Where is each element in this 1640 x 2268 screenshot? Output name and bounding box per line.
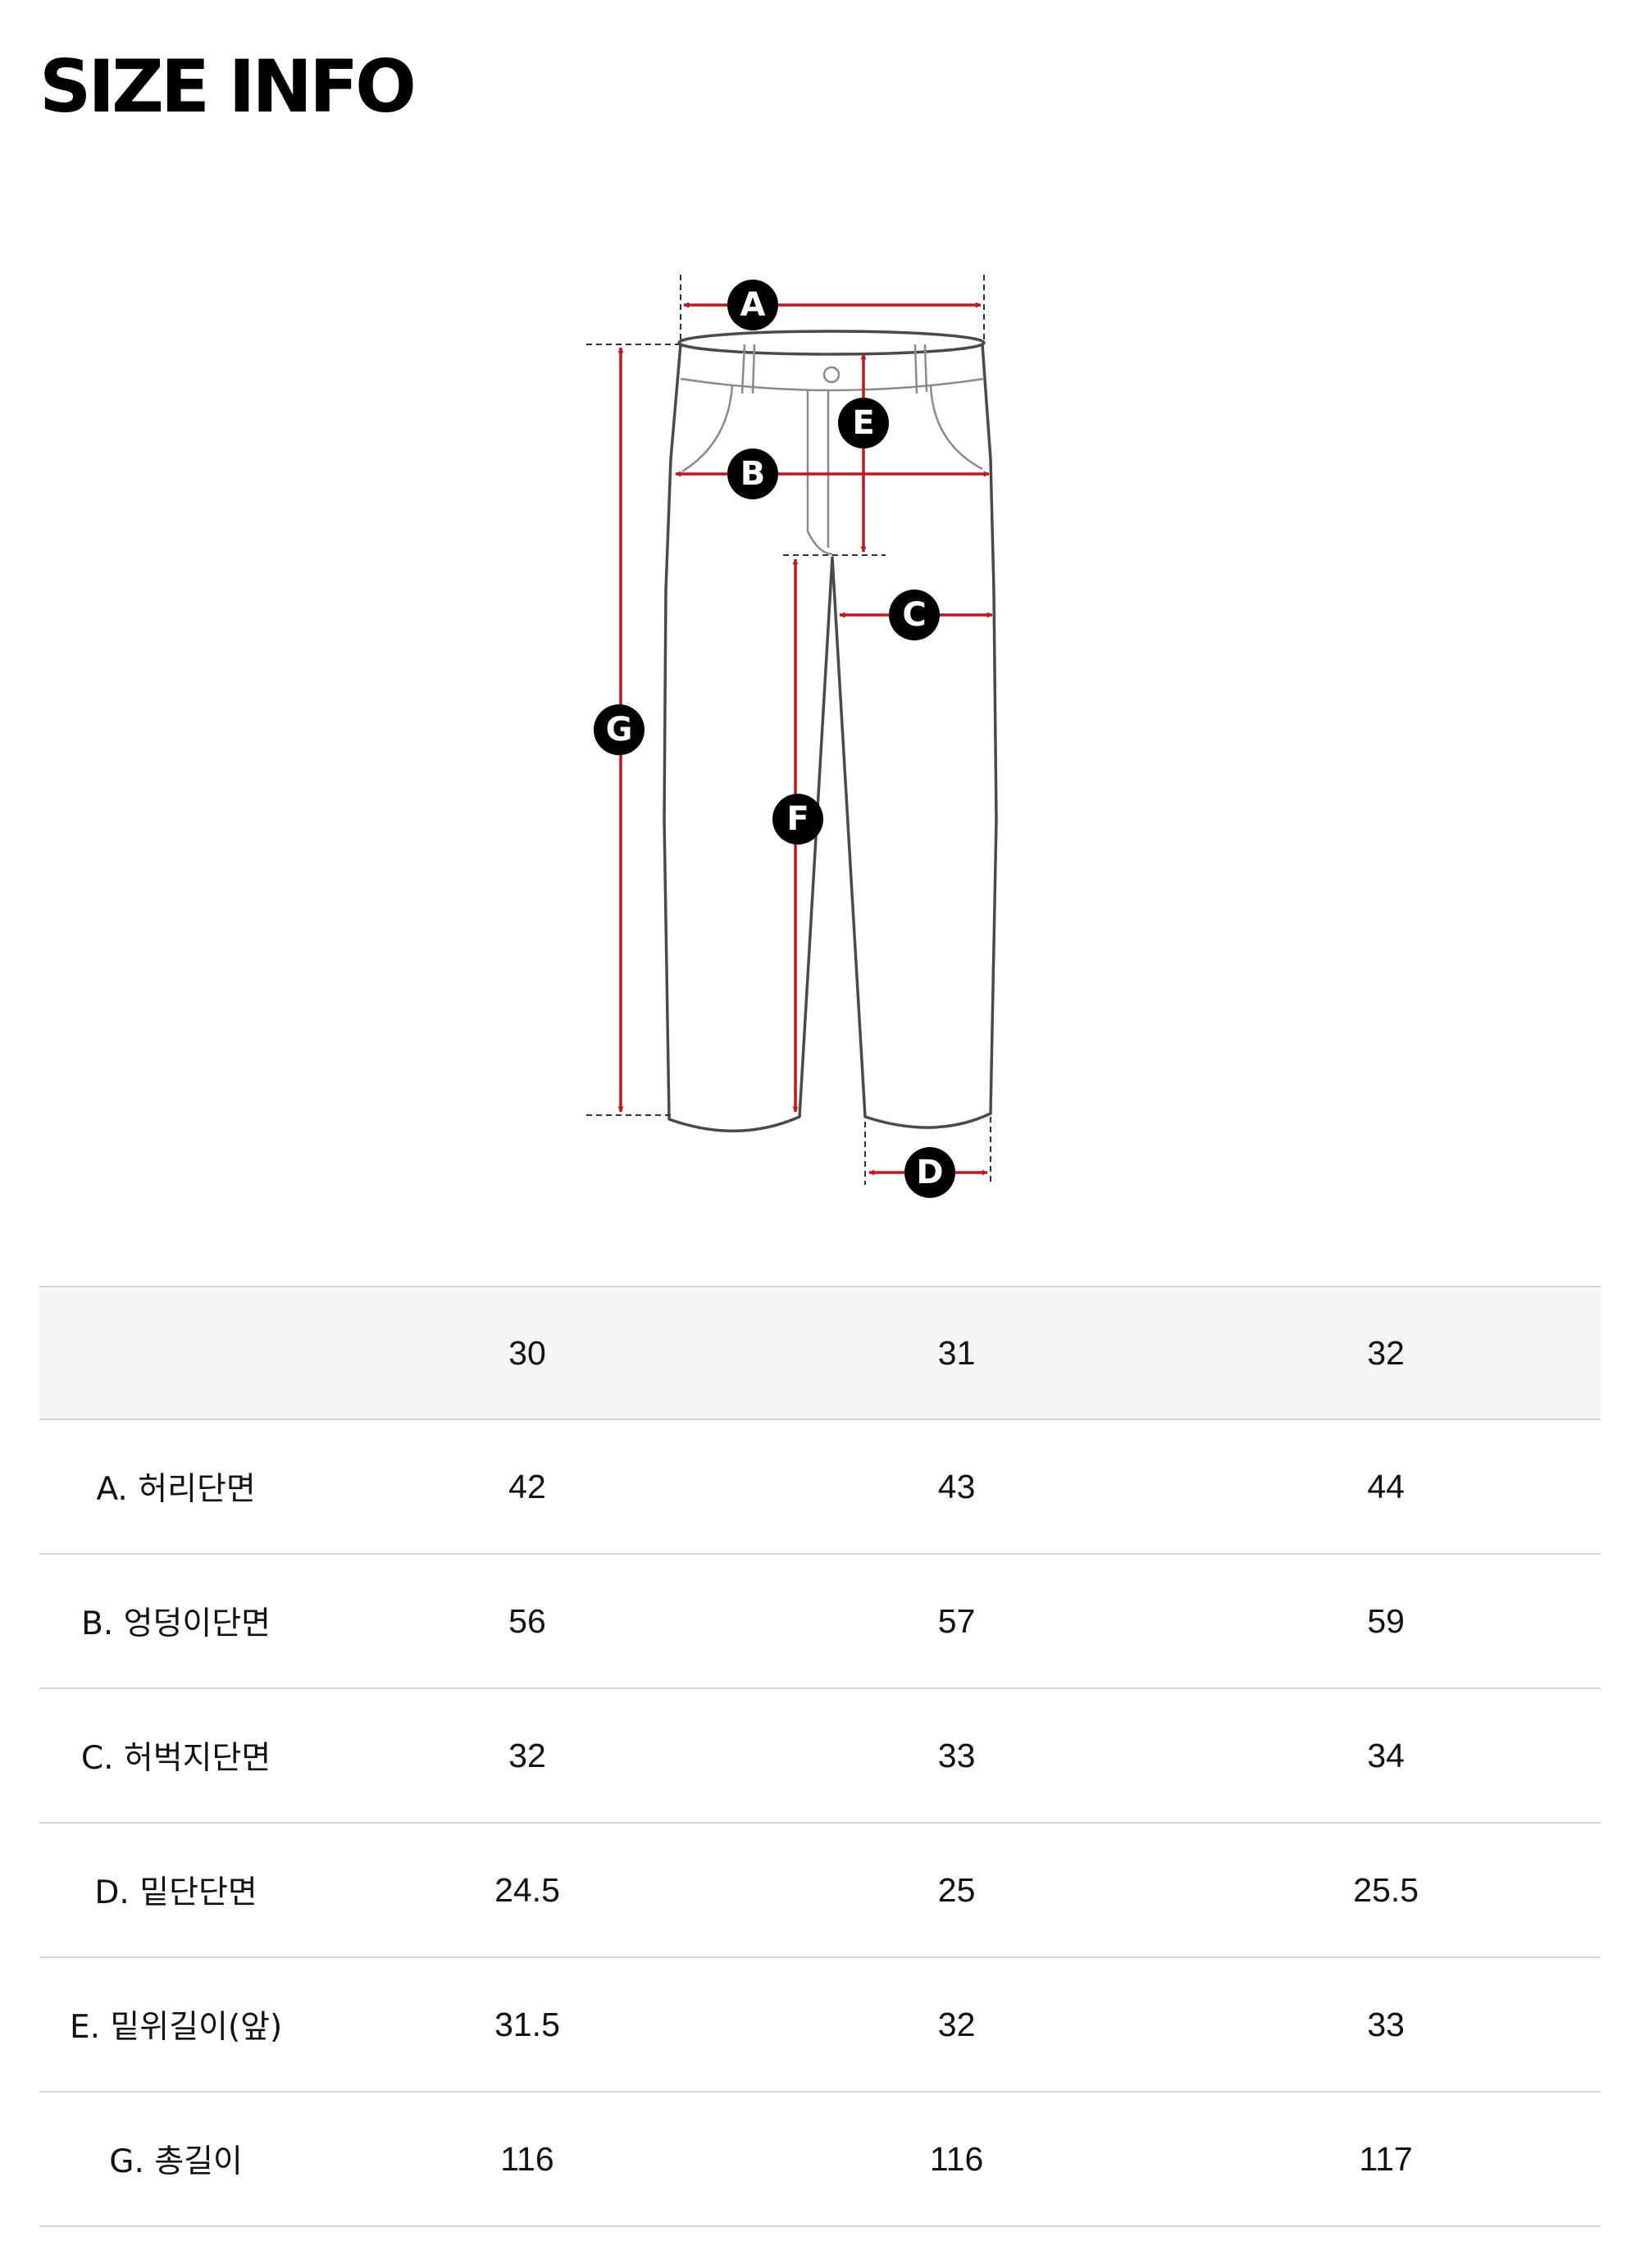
badge-e: E (838, 398, 889, 449)
table-cell: 59 (1171, 1554, 1601, 1689)
row-label: A. 허리단면 (39, 1419, 313, 1555)
badge-f: F (772, 794, 823, 845)
table-cell: 25.5 (1171, 1823, 1601, 1958)
table-row: D. 밑단단면 24.5 25 25.5 (39, 1823, 1601, 1958)
table-cell: 44 (1171, 1419, 1601, 1555)
row-label: C. 허벅지단면 (39, 1688, 313, 1824)
table-cell: 117 (1171, 2092, 1601, 2227)
pants-measurement-diagram: .ol { fill: none; stroke: #4a4a4a; strok… (586, 275, 998, 1198)
pants-outline (663, 330, 998, 1133)
svg-text:G: G (606, 711, 633, 749)
table-row: B. 엉덩이단면 56 57 59 (39, 1554, 1601, 1689)
table-cell: 34 (1171, 1688, 1601, 1824)
svg-text:B: B (740, 455, 766, 493)
table-cell: 24.5 (312, 1823, 742, 1958)
svg-text:C: C (902, 596, 926, 634)
row-label: G. 총길이 (39, 2092, 313, 2227)
table-row: E. 밑위길이(앞) 31.5 32 33 (39, 1957, 1601, 2093)
table-row: G. 총길이 116 116 117 (39, 2092, 1601, 2227)
size-header-row: 30 31 32 (39, 1286, 1601, 1420)
svg-text:D: D (916, 1154, 943, 1191)
table-row: A. 허리단면 42 43 44 (39, 1419, 1601, 1555)
table-cell: 116 (312, 2092, 742, 2227)
badge-d: D (904, 1147, 955, 1198)
svg-text:E: E (852, 404, 874, 442)
row-label: B. 엉덩이단면 (39, 1554, 313, 1689)
badge-a: A (727, 280, 778, 330)
size-table: 30 31 32 A. 허리단면 42 43 44 B. 엉덩이단면 56 57… (39, 1286, 1601, 2227)
table-cell: 116 (741, 2092, 1172, 2227)
table-cell: 33 (1171, 1957, 1601, 2093)
svg-text:F: F (786, 800, 809, 838)
badge-b: B (727, 449, 778, 499)
guide-lines (586, 275, 991, 1185)
badge-g: G (594, 704, 645, 755)
table-cell: 56 (312, 1554, 742, 1689)
row-label: D. 밑단단면 (39, 1823, 313, 1958)
badge-c: C (889, 590, 940, 640)
size-31-header: 31 (741, 1286, 1172, 1420)
page-title: SIZE INFO (39, 44, 417, 129)
table-cell: 43 (741, 1419, 1172, 1555)
size-32-header: 32 (1171, 1286, 1601, 1420)
header-blank-cell (39, 1286, 313, 1420)
svg-text:A: A (740, 286, 766, 324)
table-cell: 33 (741, 1688, 1172, 1824)
table-cell: 32 (741, 1957, 1172, 2093)
table-cell: 42 (312, 1419, 742, 1555)
table-cell: 32 (312, 1688, 742, 1824)
table-row: C. 허벅지단면 32 33 34 (39, 1688, 1601, 1824)
table-cell: 31.5 (312, 1957, 742, 2093)
measurement-arrows (617, 302, 993, 1176)
size-30-header: 30 (312, 1286, 742, 1420)
table-cell: 57 (741, 1554, 1172, 1689)
row-label: E. 밑위길이(앞) (39, 1957, 313, 2093)
table-cell: 25 (741, 1823, 1172, 1958)
